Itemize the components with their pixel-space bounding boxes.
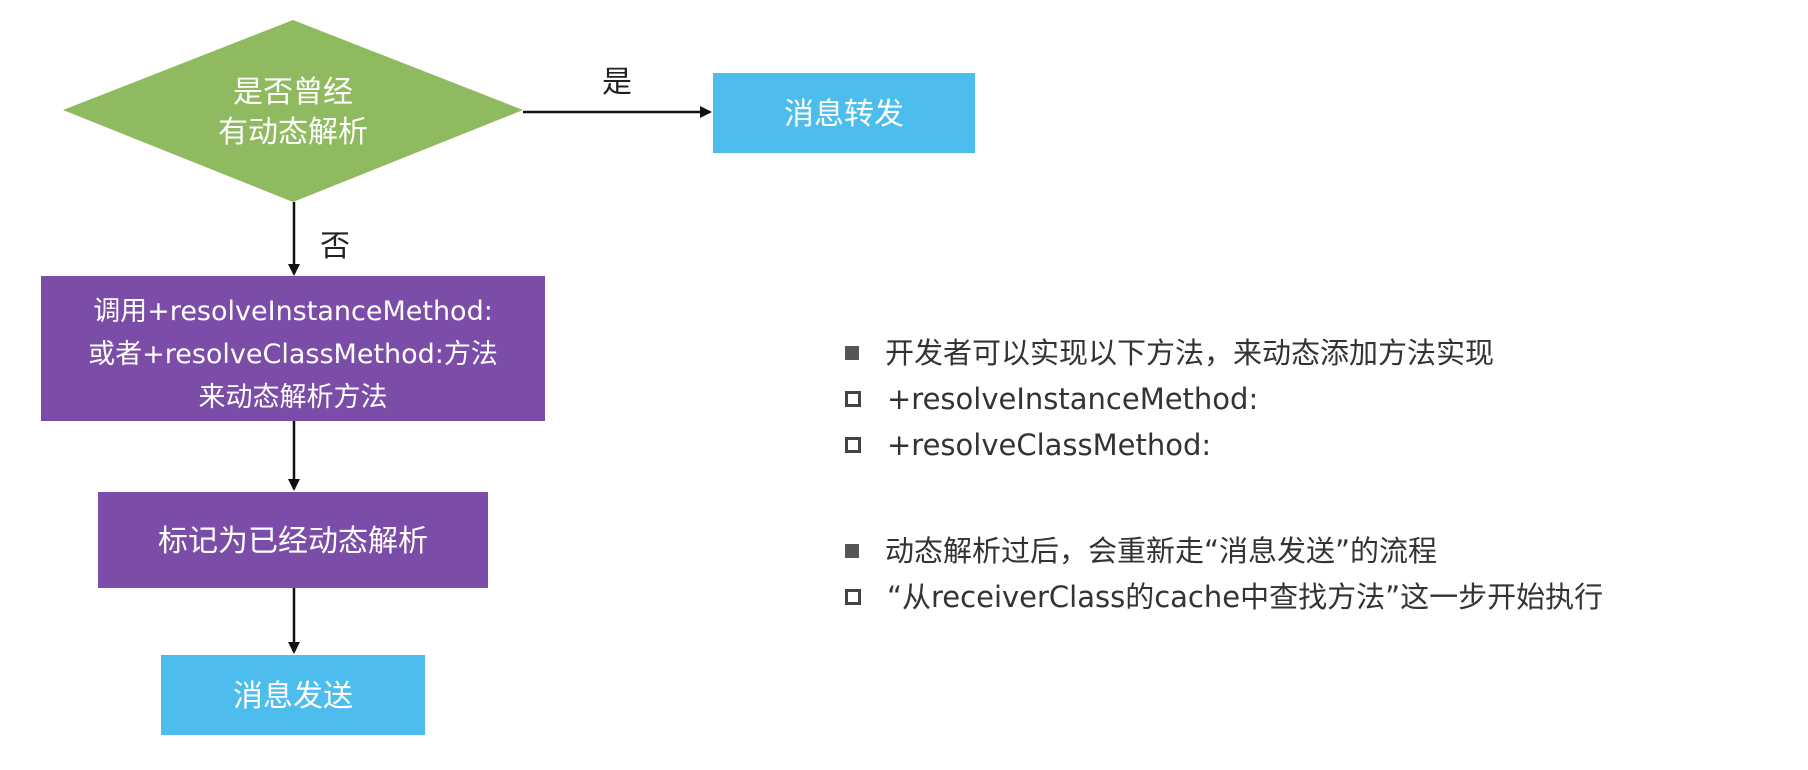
note-text: “从receiverClass的cache中查找方法”这一步开始执行 bbox=[887, 580, 1604, 614]
resolve-box-line3: 来动态解析方法 bbox=[199, 382, 388, 413]
note-text: +resolveInstanceMethod: bbox=[887, 382, 1259, 416]
decision-line2: 有动态解析 bbox=[218, 115, 368, 150]
resolve-box-line2: 或者+resolveClassMethod:方法 bbox=[88, 339, 498, 370]
note-group2-item: “从receiverClass的cache中查找方法”这一步开始执行 bbox=[845, 574, 1795, 620]
note-group1-item: +resolveInstanceMethod: bbox=[845, 376, 1795, 422]
note-group1-title: 开发者可以实现以下方法，来动态添加方法实现 bbox=[845, 330, 1795, 376]
decision-line1: 是否曾经 bbox=[233, 75, 353, 110]
forward-box bbox=[713, 73, 975, 153]
resolve-box-line1: 调用+resolveInstanceMethod: bbox=[93, 296, 493, 327]
note-text: 动态解析过后，会重新走“消息发送”的流程 bbox=[885, 534, 1438, 568]
send-box-label: 消息发送 bbox=[233, 679, 353, 714]
forward-box-label: 消息转发 bbox=[784, 97, 904, 132]
notes-panel: 开发者可以实现以下方法，来动态添加方法实现 +resolveInstanceMe… bbox=[845, 330, 1795, 620]
mark-resolved-box bbox=[98, 492, 488, 588]
resolve-method-box bbox=[41, 276, 545, 421]
filled-square-bullet-icon bbox=[845, 544, 859, 558]
hollow-square-bullet-icon bbox=[845, 437, 861, 453]
note-text: 开发者可以实现以下方法，来动态添加方法实现 bbox=[885, 336, 1495, 370]
note-text: +resolveClassMethod: bbox=[887, 428, 1212, 462]
mark-box-label: 标记为已经动态解析 bbox=[158, 524, 428, 559]
filled-square-bullet-icon bbox=[845, 346, 859, 360]
note-group1-item: +resolveClassMethod: bbox=[845, 422, 1795, 468]
message-send-box bbox=[161, 655, 425, 735]
hollow-square-bullet-icon bbox=[845, 589, 861, 605]
yes-label: 是 bbox=[602, 65, 632, 100]
no-label: 否 bbox=[320, 229, 350, 264]
note-group2-title: 动态解析过后，会重新走“消息发送”的流程 bbox=[845, 528, 1795, 574]
hollow-square-bullet-icon bbox=[845, 391, 861, 407]
decision-diamond bbox=[63, 20, 523, 202]
